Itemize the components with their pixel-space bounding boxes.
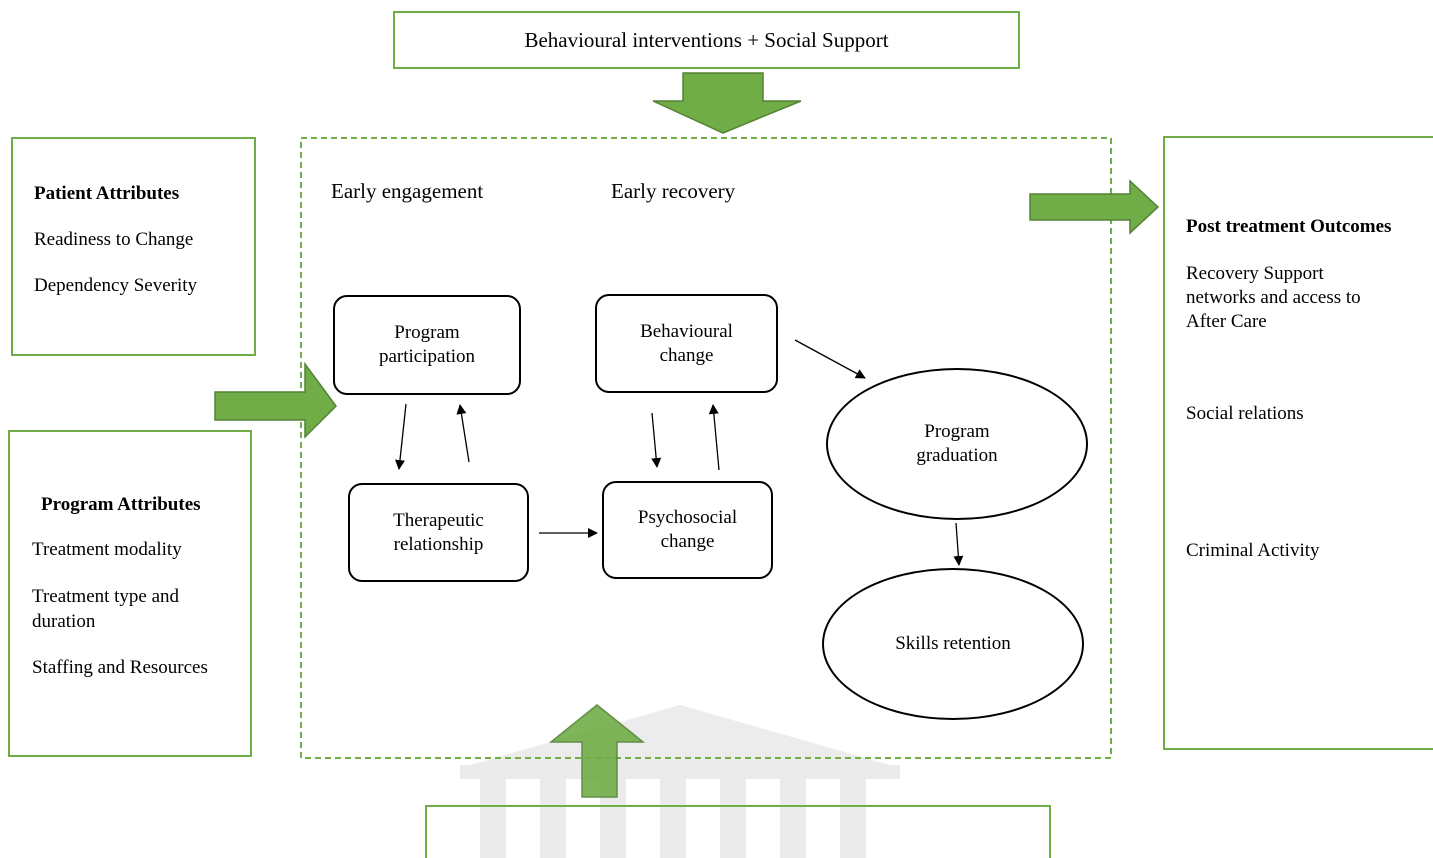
right-arrow-program-attributes <box>214 361 337 439</box>
bottom-box <box>425 805 1051 858</box>
outcome-item: Criminal Activity <box>1186 540 1320 561</box>
patient-attribute-item: Readiness to Change <box>34 229 194 250</box>
program-attribute-item: Treatment modality <box>32 539 182 560</box>
watermark-building <box>460 705 900 858</box>
outcome-item: After Care <box>1186 311 1267 332</box>
up-arrow-bottom <box>548 704 646 798</box>
patient-attribute-item: Dependency Severity <box>34 275 198 296</box>
behavioural-interventions-box: Behavioural interventions + Social Suppo… <box>393 11 1020 69</box>
outcome-item: networks and access to <box>1186 287 1361 308</box>
post-treatment-outcomes-box: Post treatment Outcomes Recovery Support… <box>1163 136 1433 750</box>
central-dashed-frame <box>300 137 1112 759</box>
outcome-item: Recovery Support <box>1186 263 1324 284</box>
program-attribute-item: Staffing and Resources <box>32 657 208 678</box>
program-attributes-box: Program Attributes Treatment modality Tr… <box>8 430 252 757</box>
right-arrow-outcomes <box>1029 179 1160 235</box>
program-attribute-item: Treatment type and <box>32 586 180 607</box>
phase-early-recovery: Early recovery <box>611 179 736 203</box>
down-arrow-top <box>652 72 802 134</box>
post-treatment-outcomes-title: Post treatment Outcomes <box>1186 216 1392 237</box>
outcome-item: Social relations <box>1186 403 1304 424</box>
patient-attributes-box: Patient Attributes Readiness to Change D… <box>11 137 256 356</box>
program-attributes-title: Program Attributes <box>41 494 201 515</box>
program-attribute-item: duration <box>32 611 96 632</box>
behavioural-interventions-label: Behavioural interventions + Social Suppo… <box>524 28 889 52</box>
patient-attributes-title: Patient Attributes <box>34 183 180 204</box>
node-skills-retention: Skills retention <box>822 568 1084 720</box>
phase-early-engagement: Early engagement <box>331 179 484 203</box>
